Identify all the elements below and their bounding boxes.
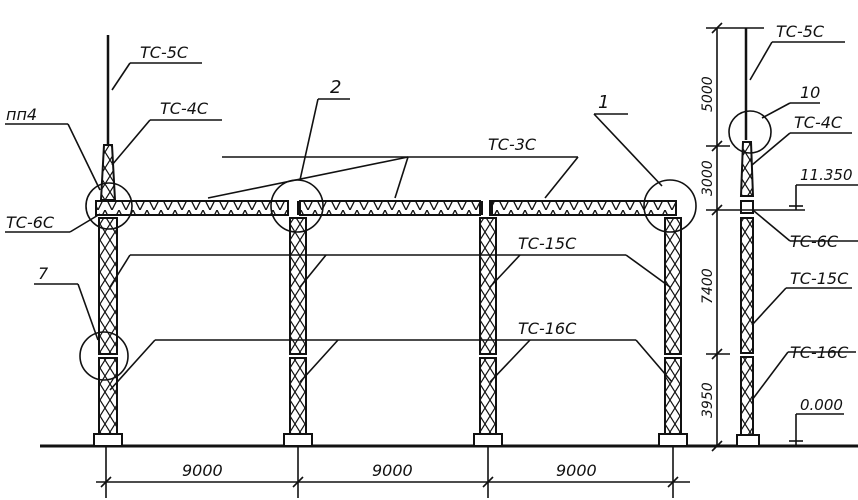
label-tc5c-left: TC-5C [140,43,189,62]
label-tc4c-left: TC-4C [160,99,209,118]
label-tc6c-left: TC-6C [6,213,55,232]
dim-h-7400: 7400 [700,268,716,304]
label-node-10: 10 [800,83,820,102]
detail-circle-7 [79,331,129,381]
label-tc15c-mid: TC-15C [518,234,577,253]
label-node-2: 2 [330,77,341,98]
dim-h-3950: 3950 [700,382,716,418]
dim-h-3000: 3000 [700,160,716,196]
truss-beam [95,200,677,216]
label-node-7: 7 [38,264,49,283]
detail-circle-10 [728,110,772,154]
label-tc15c-right: TC-15C [790,269,849,288]
detail-circle-1 [643,179,697,233]
detail-circle-pp4 [85,182,133,230]
dim-span-2: 9000 [372,461,413,480]
dim-span-3: 9000 [556,461,597,480]
dim-span-1: 9000 [182,461,223,480]
side-column [736,28,760,447]
label-tc4c-right: TC-4C [794,113,843,132]
dim-h-5000: 5000 [700,76,716,112]
dimension-bottom [96,446,690,498]
label-tc3c: TC-3C [488,135,537,154]
column-3 [473,217,503,447]
side-leader-lines [749,41,858,446]
label-tc16c-mid: TC-16C [518,319,577,338]
dimension-side [706,22,805,452]
label-tc16c-right: TC-16C [790,343,849,362]
label-elev-ground: 0.000 [800,396,843,414]
label-pp4: пп4 [6,105,37,124]
label-tc6c-right: TC-6C [790,232,839,251]
column-4 [658,217,688,447]
column-1 [93,35,123,447]
label-elev-top: 11.350 [800,166,853,184]
label-tc5c-right: TC-5C [776,22,825,41]
leader-lines [5,62,673,391]
label-node-1: 1 [598,92,609,113]
column-2 [283,217,313,447]
